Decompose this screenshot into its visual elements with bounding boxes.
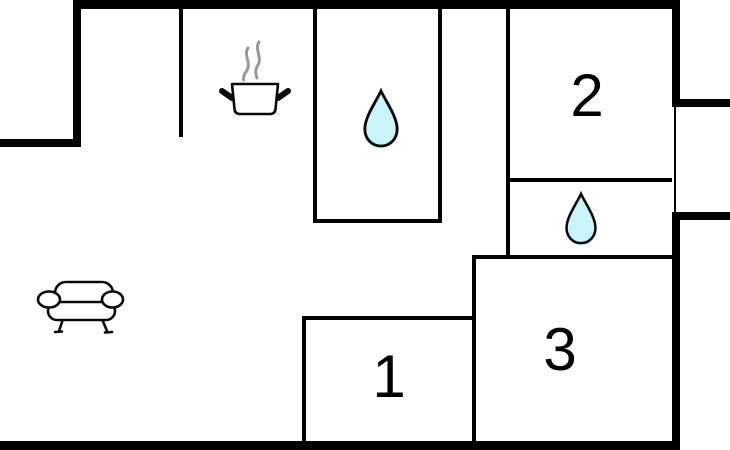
room-1-label: 1 [372,343,406,410]
wall-room1-top [302,316,476,320]
wall-kitchen-divider [179,9,183,137]
wall-room3-left [472,255,476,441]
wall-bathroom-bottom [313,219,442,223]
wall-room2-wc-divider [506,178,672,182]
sofa-armrest [100,290,125,309]
wall-room2-left [506,9,510,259]
pot-body [230,82,280,116]
wall-bathroom-left [313,9,317,223]
sofa-seat [46,300,117,322]
room-2-label: 2 [570,62,604,129]
water-drop-icon [363,87,399,148]
pot-handle [275,88,291,101]
wall-right-upper-exterior [672,0,680,107]
sofa-armrest [36,290,62,309]
wall-top-exterior [73,0,680,9]
steam-line [242,46,250,82]
wall-right-lower-exterior [672,212,680,450]
water-drop-icon [565,190,597,245]
wall-bottom-exterior [0,441,680,450]
water-drop-shape [363,87,399,148]
room-3-label: 3 [543,316,577,383]
wall-left-upper-exterior [73,0,81,147]
water-drop-shape [565,190,597,245]
wall-left-notch-exterior [0,139,80,147]
wall-room3-top [472,255,672,259]
wall-right-stub-upper [672,99,730,107]
steam-line [254,40,261,80]
wall-bathroom-right [438,9,442,223]
wall-room1-left [302,316,306,441]
sofa-icon [36,280,125,334]
pot-handle [219,88,235,101]
window-line-right [674,107,676,212]
cooking-pot-icon [219,40,291,116]
wall-right-stub-lower [672,212,730,220]
